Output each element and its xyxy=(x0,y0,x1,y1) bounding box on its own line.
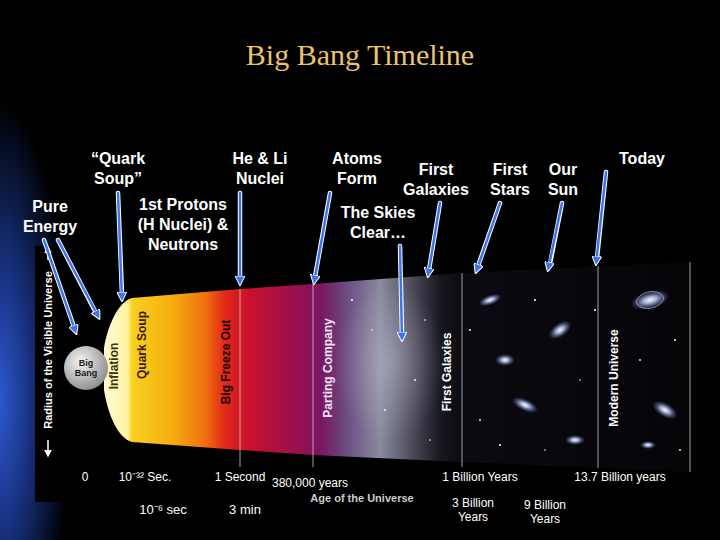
band-label: Quark Soup xyxy=(135,311,149,379)
time-label: 3 min xyxy=(220,503,270,517)
time-label: 9 Billion Years xyxy=(520,498,570,526)
event-label: “Quark Soup” xyxy=(78,149,158,189)
axis-title: Age of the Universe xyxy=(302,491,422,505)
event-label: First Stars xyxy=(483,160,538,200)
band-label: Inflation xyxy=(107,343,121,390)
time-label: 10⁻⁶ sec xyxy=(128,503,198,517)
node-text: Big Bang xyxy=(73,358,99,378)
time-label: 3 Billion Years xyxy=(448,496,498,524)
time-label: 0 xyxy=(70,470,100,484)
time-label: 1 Second xyxy=(210,470,270,484)
event-label: Pure Energy xyxy=(15,197,85,237)
band-label: First Galaxies xyxy=(440,333,454,412)
event-label: Atoms Form xyxy=(322,149,392,189)
band-label: Modern Universe xyxy=(607,329,621,426)
time-label: 13.7 Billion years xyxy=(560,470,680,484)
axis-title: Radius of the Visible Universe xyxy=(42,271,55,429)
time-label: 1 Billion Years xyxy=(430,470,530,484)
fog xyxy=(335,282,445,442)
image-panel xyxy=(35,246,692,502)
band-label: Big Freeze Out xyxy=(219,320,233,405)
big-bang-sphere: Big Bang xyxy=(64,346,108,390)
event-label: The Skies Clear… xyxy=(331,203,426,243)
galaxies xyxy=(477,286,681,449)
universe-funnel xyxy=(104,262,690,472)
event-label: Our Sun xyxy=(541,160,586,200)
time-label: 380,000 years xyxy=(265,476,355,490)
time-label: 10⁻³² Sec. xyxy=(105,470,185,484)
event-label: 1st Protons (H Nuclei) & Neutrons xyxy=(137,195,229,255)
event-label: He & Li Nuclei xyxy=(221,149,299,189)
era-lines xyxy=(240,262,690,472)
band-label: Parting Company xyxy=(321,318,335,417)
event-label: Today xyxy=(597,149,687,169)
diagram-title: Big Bang Timeline xyxy=(0,38,720,72)
event-label: First Galaxies xyxy=(396,160,476,200)
